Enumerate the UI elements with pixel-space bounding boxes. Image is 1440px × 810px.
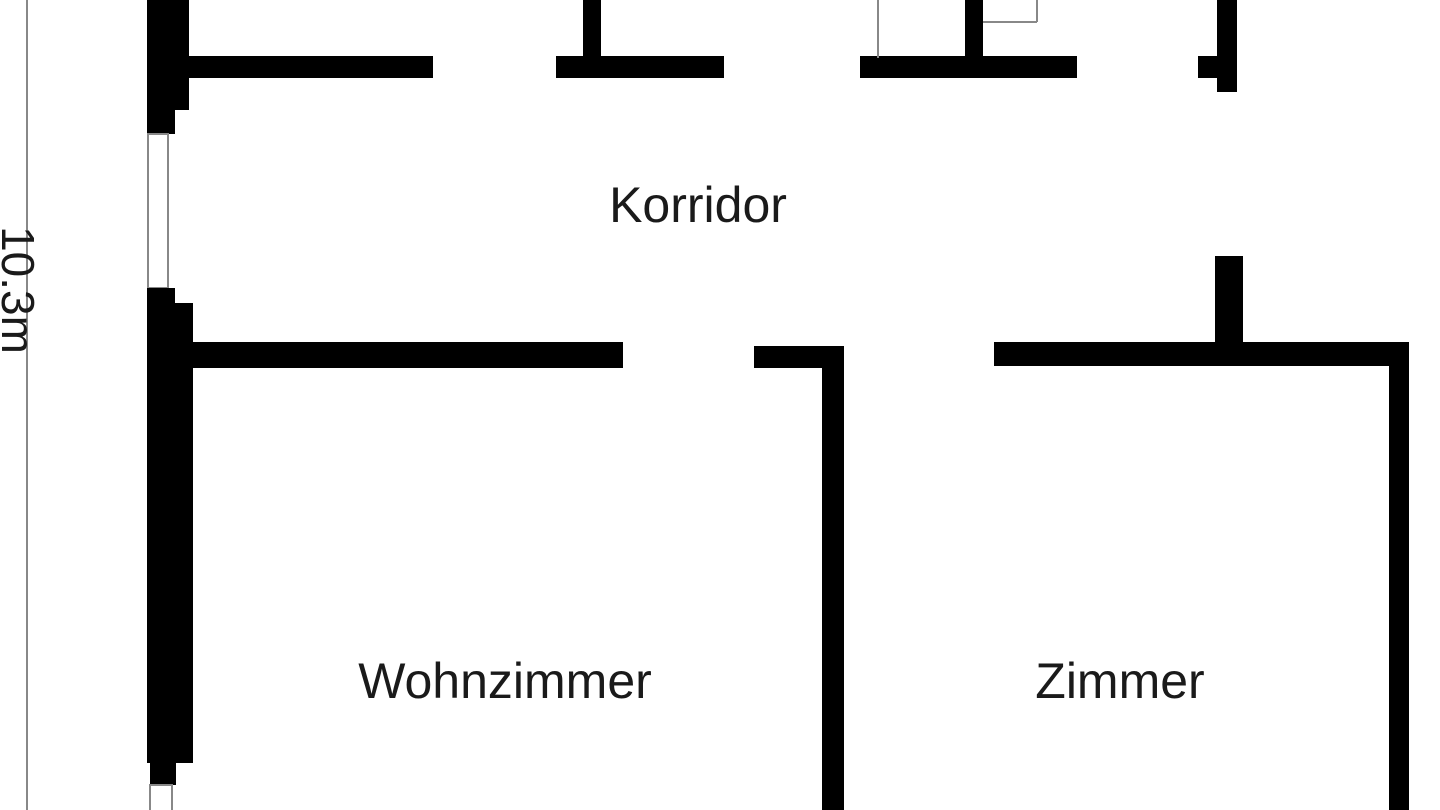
dimension-label: 10.3m bbox=[0, 226, 44, 354]
left-wall-bottom-stub bbox=[150, 763, 176, 785]
living-room-top-wall bbox=[189, 342, 623, 368]
room-top-post bbox=[1215, 256, 1243, 356]
top-wall-segment-1 bbox=[189, 56, 433, 78]
top-wall-post-2 bbox=[965, 0, 983, 70]
room-right-wall bbox=[1389, 342, 1409, 810]
room-top-wall bbox=[994, 342, 1408, 366]
left-wall-top bbox=[147, 0, 189, 110]
window-lower bbox=[149, 784, 173, 810]
living-room-door-frame bbox=[754, 346, 844, 368]
top-wall-segment-2 bbox=[556, 56, 724, 78]
window-upper bbox=[147, 133, 169, 289]
living-room-right-wall bbox=[822, 346, 844, 810]
left-wall-main bbox=[147, 303, 193, 763]
corridor-label: Korridor bbox=[609, 177, 787, 233]
top-wall-segment-3 bbox=[860, 56, 1077, 78]
dimension-label-group: 10.3m bbox=[0, 226, 44, 354]
left-wall-top-stub bbox=[147, 110, 175, 134]
top-wall-post-1 bbox=[583, 0, 601, 70]
top-wall-stub-3 bbox=[1198, 56, 1218, 78]
top-wall-post-3 bbox=[1217, 0, 1237, 92]
room-label: Zimmer bbox=[1035, 653, 1204, 709]
living-room-label: Wohnzimmer bbox=[358, 653, 652, 709]
